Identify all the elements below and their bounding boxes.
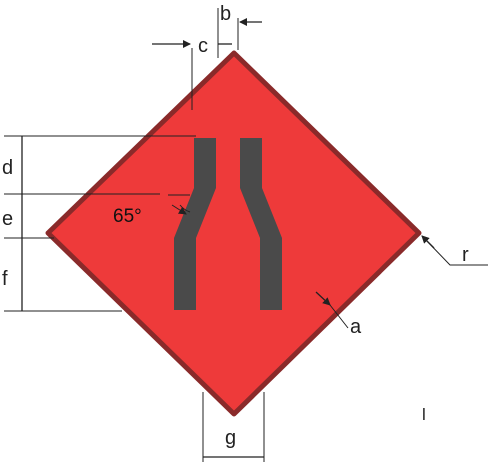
- label-f: f: [2, 268, 8, 290]
- right-lane-stripe: [240, 138, 282, 310]
- label-a: a: [350, 316, 362, 338]
- label-d: d: [2, 157, 13, 179]
- angle-arrow: [171, 204, 187, 215]
- sign-diamond: [45, 50, 422, 417]
- radius-arrow: [421, 235, 435, 249]
- label-e: e: [2, 208, 13, 230]
- label-mark: l: [422, 405, 426, 424]
- angle-label: 65°: [113, 206, 142, 227]
- label-b: b: [220, 3, 231, 25]
- radius-leader: [423, 237, 488, 266]
- label-c: c: [198, 35, 208, 57]
- dimension-a-arrow: [315, 291, 331, 306]
- left-lane-stripe: [174, 138, 216, 310]
- dimension-a-leader: [329, 304, 349, 329]
- label-g: g: [225, 427, 236, 449]
- label-r: r: [462, 244, 469, 266]
